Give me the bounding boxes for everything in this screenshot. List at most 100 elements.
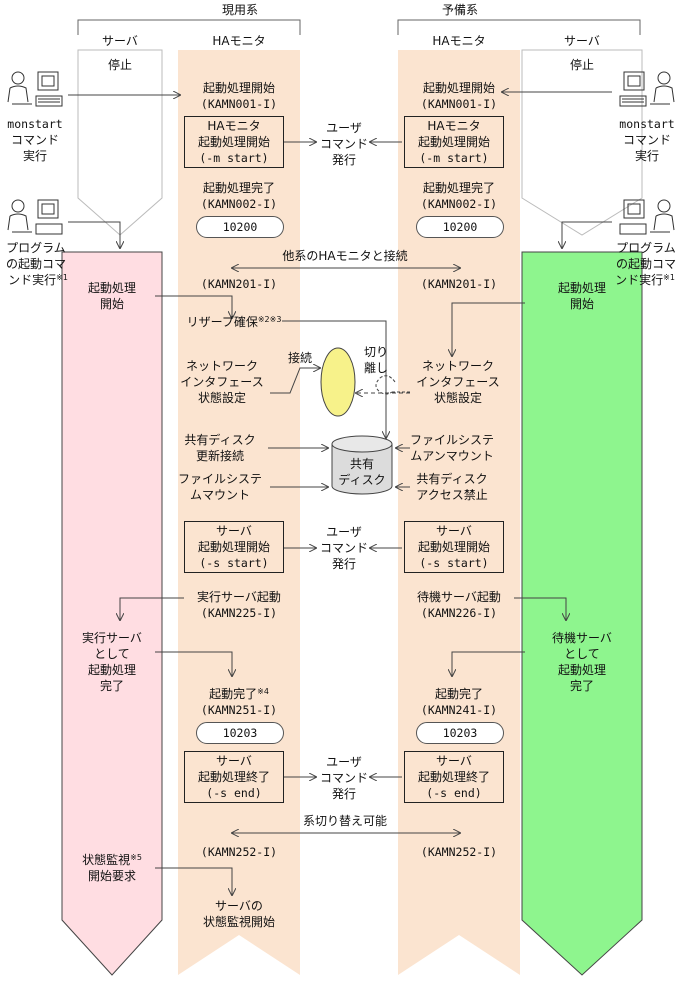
box-text: 起動処理開始 <box>197 540 270 554</box>
box-text: 起動処理開始 <box>417 135 490 149</box>
right-monstart-label: コマンド <box>622 133 671 147</box>
left-server-running-arrow <box>61 251 163 976</box>
right-server-stopped-shape <box>521 49 643 236</box>
left-network-state: インタフェース <box>180 375 264 389</box>
user-command-issue: ユーザ <box>326 755 362 769</box>
right-start-done: 起動処理完了 <box>422 181 495 195</box>
left-server-start-command-box <box>184 521 284 573</box>
left-ha-monitor-column-header: HAモニタ <box>212 34 266 48</box>
box-text: サーバ <box>216 524 252 538</box>
network-interface-ellipse <box>320 347 356 417</box>
left-network-state: ネットワーク <box>185 359 258 373</box>
left-fs-mount: ムマウント <box>189 488 250 502</box>
left-exec-code: (KAMN225-I) <box>200 606 278 620</box>
left-kamn252: (KAMN252-I) <box>200 845 278 859</box>
user-command-issue: 発行 <box>331 557 356 571</box>
left-disk-update-connect: 共有ディスク <box>184 433 256 447</box>
user-command-issue: 発行 <box>331 153 356 167</box>
right-disk-access-deny: アクセス禁止 <box>416 488 488 502</box>
left-ha-start-command-box <box>184 116 284 168</box>
shared-disk-top <box>331 435 393 453</box>
left-exec-done: 実行サーバ <box>82 631 142 645</box>
left-disk-update-connect: 更新接続 <box>195 449 244 463</box>
right-network-state: 状態設定 <box>433 391 482 405</box>
right-done: 起動完了 <box>434 687 483 701</box>
left-server-column-header: サーバ <box>102 34 138 48</box>
right-standby-done: 待機サーバ <box>552 631 612 645</box>
box-text: HAモニタ <box>207 119 261 133</box>
left-code-10200: 10200 <box>196 216 284 238</box>
right-code-10203: 10203 <box>416 722 504 744</box>
right-kamn252: (KAMN252-I) <box>420 845 498 859</box>
user-command-issue: ユーザ <box>326 121 362 135</box>
right-standby-code: (KAMN226-I) <box>420 606 498 620</box>
right-start-begin-code: (KAMN001-I) <box>420 97 498 111</box>
left-start-begin: 起動処理開始 <box>202 81 275 95</box>
user-command-issue: コマンド <box>319 771 368 785</box>
right-network-state: ネットワーク <box>421 359 494 373</box>
user-command-issue: 発行 <box>331 787 356 801</box>
left-done: 起動完了※4 <box>209 687 269 701</box>
operator-at-computer-icon <box>619 71 675 107</box>
right-program-label: ンド実行※1 <box>615 273 675 287</box>
left-reserve: リザーブ確保※2※3 <box>186 315 282 329</box>
right-code-10200: 10200 <box>416 216 504 238</box>
isolate-label: 離し <box>363 361 388 375</box>
left-server-stopped-shape <box>77 49 163 236</box>
right-fs-unmount: ファイルシステ <box>409 433 494 447</box>
left-program-label: ンド実行※1 <box>8 273 68 287</box>
left-start-done-code: (KAMN002-I) <box>200 197 278 211</box>
box-text: サーバ <box>216 754 252 768</box>
right-start-done-code: (KAMN002-I) <box>420 197 498 211</box>
left-exec-server-start: 実行サーバ起動 <box>197 590 281 604</box>
operator-at-computer-icon <box>619 199 675 235</box>
box-text: (-m start) <box>419 151 489 165</box>
operator-at-computer-icon <box>7 71 63 107</box>
user-command-issue: コマンド <box>319 137 368 151</box>
left-exec-done: 完了 <box>99 679 124 693</box>
right-standby-done: として <box>564 647 600 661</box>
active-system-header: 現用系 <box>221 3 258 17</box>
right-server-end-command-box <box>404 751 504 803</box>
shared-disk-label: 共有 <box>349 457 374 471</box>
right-network-state: インタフェース <box>416 375 500 389</box>
left-process-start: 開始 <box>99 297 124 311</box>
connect-label: 接続 <box>287 351 312 365</box>
right-standby-done: 起動処理 <box>557 663 606 677</box>
box-text: (-s end) <box>426 786 482 800</box>
left-monstart-label: 実行 <box>22 149 47 163</box>
left-monitor-request: 開始要求 <box>87 869 136 883</box>
right-process-start: 起動処理 <box>557 281 606 295</box>
box-text: 起動処理終了 <box>417 770 490 784</box>
operator-at-computer-icon <box>7 199 63 235</box>
box-text: 起動処理開始 <box>417 540 490 554</box>
right-start-begin: 起動処理開始 <box>422 81 495 95</box>
left-network-state: 状態設定 <box>197 391 246 405</box>
right-kamn201: (KAMN201-I) <box>420 277 498 291</box>
box-text: サーバ <box>436 524 472 538</box>
right-disk-access-deny: 共有ディスク <box>416 472 488 486</box>
left-program-label: プログラム <box>6 241 66 255</box>
box-text: (-m start) <box>199 151 269 165</box>
left-fs-mount: ファイルシステ <box>177 472 262 486</box>
right-monstart-label: monstart <box>619 117 675 131</box>
box-text: HAモニタ <box>427 119 481 133</box>
connect-other-ha-label: 他系のHAモニタと接続 <box>282 249 408 263</box>
left-monitor-request: 状態監視※5 <box>82 853 142 867</box>
standby-system-header: 予備系 <box>441 3 478 17</box>
right-program-label: プログラム <box>616 241 676 255</box>
box-text: (-s start) <box>419 556 489 570</box>
right-fs-unmount: ムアンマウント <box>410 449 494 463</box>
right-ha-monitor-column-header: HAモニタ <box>432 34 486 48</box>
user-command-issue: ユーザ <box>326 525 362 539</box>
left-process-start: 起動処理 <box>87 281 136 295</box>
right-done-code: (KAMN241-I) <box>420 703 498 717</box>
shared-disk-label: ディスク <box>338 473 386 487</box>
left-start-begin-code: (KAMN001-I) <box>200 97 278 111</box>
box-text: (-s end) <box>206 786 262 800</box>
switch-possible-label: 系切り替え可能 <box>302 814 387 828</box>
right-standby-done: 完了 <box>569 679 594 693</box>
right-ha-start-command-box <box>404 116 504 168</box>
right-standby-server-start: 待機サーバ起動 <box>417 590 501 604</box>
